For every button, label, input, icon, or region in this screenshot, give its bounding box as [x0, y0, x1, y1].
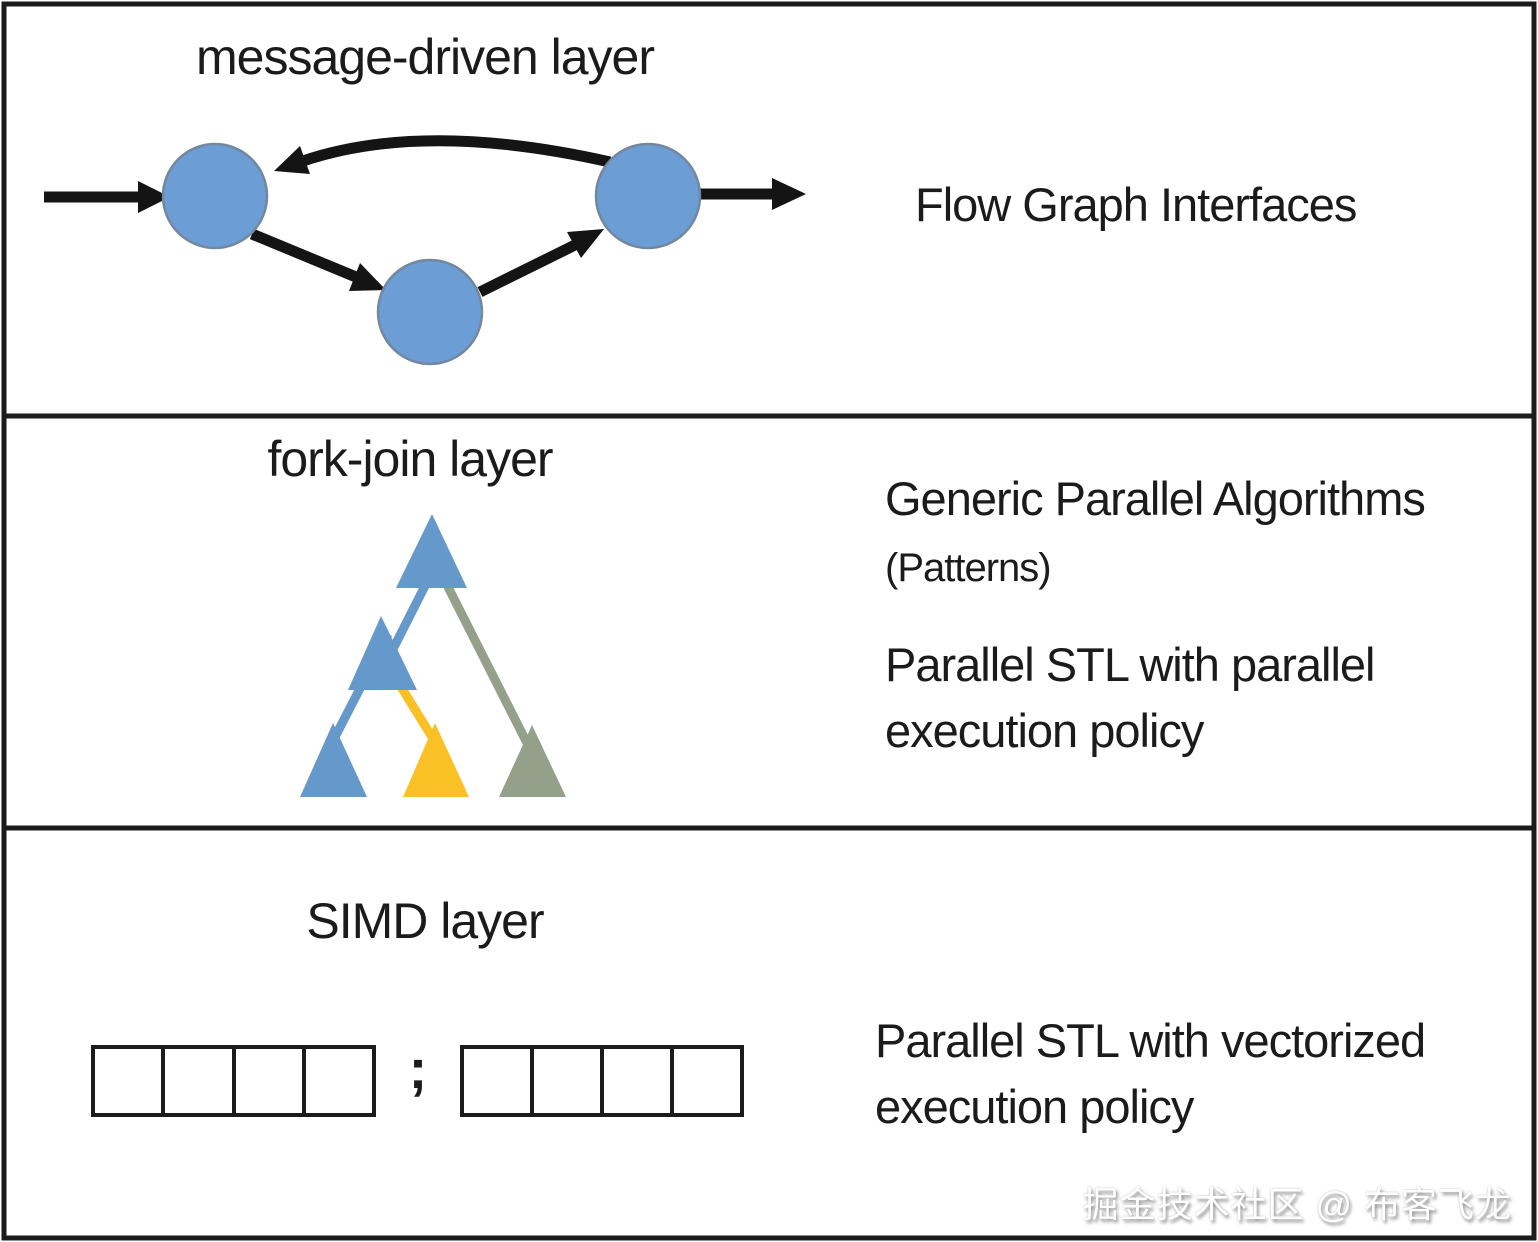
fork-join-tree-icon — [300, 514, 566, 797]
label-parallel-stl-vectorized: Parallel STL with vectorized execution p… — [875, 1008, 1426, 1140]
fork-join-link-left-upper — [385, 577, 433, 658]
label-parallel-stl-parallel-line2: execution policy — [885, 703, 1204, 757]
fork-join-triangle-top-blue — [396, 514, 467, 588]
section-title-simd: SIMD layer — [306, 893, 544, 949]
flow-arrow-node1-node2 — [249, 228, 359, 283]
flow-node-bottom — [376, 258, 484, 366]
label-parallel-stl-parallel: Parallel STL with parallel execution pol… — [885, 632, 1375, 764]
section-frame-simd — [1, 825, 1537, 1241]
fork-join-triangle-bottom-gray — [499, 725, 566, 797]
fork-join-triangle-middle-blue — [348, 616, 417, 690]
section-title-fork-join: fork-join layer — [267, 431, 553, 487]
flow-node-right — [594, 142, 702, 250]
flow-arrowhead-node1-node2-icon — [349, 263, 386, 291]
watermark-text: 掘金技术社区 @ 布客飞龙 — [1082, 1184, 1512, 1225]
section-title-message-driven: message-driven layer — [196, 29, 655, 85]
flow-feedback-arrow — [301, 135, 612, 168]
flow-graph-icon — [44, 135, 806, 366]
flow-entry-arrowhead-icon — [138, 181, 170, 213]
label-parallel-stl-vectorized-line2: execution policy — [875, 1079, 1194, 1133]
flow-exit-arrowhead-icon — [772, 178, 806, 210]
fork-join-triangle-bottom-yellow — [403, 723, 469, 797]
label-patterns: (Patterns) — [885, 546, 1052, 590]
flow-feedback-arrowhead-icon — [274, 146, 310, 174]
fork-join-link-middle — [394, 679, 436, 740]
label-parallel-stl-vectorized-line1: Parallel STL with vectorized — [875, 1014, 1426, 1067]
fork-join-triangle-bottomleft-blue — [300, 723, 367, 797]
label-generic-parallel-algorithms: Generic Parallel Algorithms — [885, 472, 1426, 525]
flow-arrow-node2-node3 — [477, 240, 578, 297]
flow-arrowhead-node2-node3-icon — [567, 229, 604, 258]
simd-separator-semicolon: ; — [408, 1037, 428, 1100]
fork-join-link-right — [442, 582, 534, 750]
label-flow-graph-interfaces: Flow Graph Interfaces — [915, 178, 1357, 231]
flow-node-left — [161, 142, 269, 250]
label-parallel-stl-parallel-line1: Parallel STL with parallel — [885, 638, 1375, 691]
simd-vectors-icon — [91, 1045, 744, 1117]
